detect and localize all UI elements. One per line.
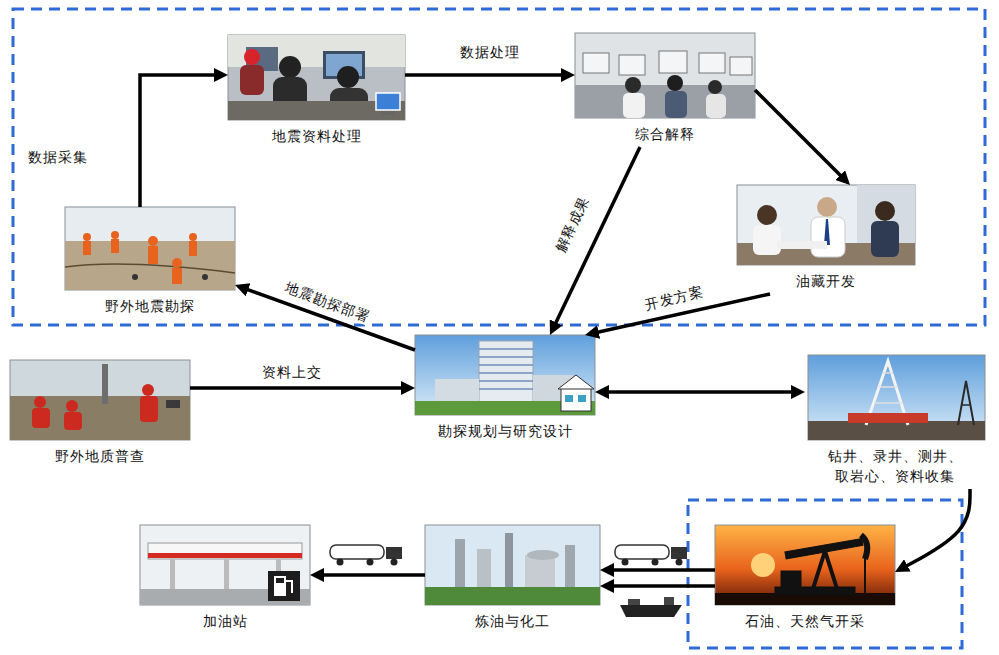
node-caption: 炼油与化工 [425,605,600,634]
node-caption: 加油站 [140,605,310,634]
photo-area [228,35,405,120]
photo-node: 综合解释 [575,33,755,147]
photo-reservoir [737,185,915,265]
edge-label: 解释成果 [550,191,593,257]
photo-node: 野外地质普查 [10,360,190,469]
photo-headquarters [415,335,595,415]
photo-drilling-rig [808,355,985,440]
photo-node: 加油站 [140,525,310,634]
node-caption: 综合解释 [575,118,755,147]
edge-label: 地震勘探部署 [281,277,375,326]
photo-area [737,185,915,265]
photo-pumpjack [715,525,895,605]
flow-arrow [900,489,970,569]
photo-area [415,335,595,415]
node-caption: 石油、天然气开采 [715,605,895,634]
photo-area [715,525,895,605]
flow-arrow [190,386,409,390]
flow-arrow [405,73,569,77]
photo-seismic-survey [65,207,235,290]
photo-area [10,360,190,440]
flow-arrow [316,573,425,577]
dashed-region [688,500,962,648]
node-caption: 野外地震勘探 [65,290,235,319]
photo-refinery [425,525,600,605]
photo-node: 炼油与化工 [425,525,600,634]
photo-node: 勘探规划与研究设计 [415,335,595,444]
flow-arrow [591,294,770,334]
photo-area [425,525,600,605]
edge-label: 资料上交 [260,363,324,381]
photo-geology-survey [10,360,190,440]
photo-node: 油藏开发 [737,185,915,294]
flow-arrow [140,75,222,207]
tanker-ship [620,597,682,617]
flow-arrow [553,147,640,330]
dashed-region [13,9,985,325]
tanker-truck [615,545,687,566]
photo-gas-station [140,525,310,605]
flow-arrow [241,287,415,350]
photo-node: 地震资料处理 [228,35,405,149]
photo-interpretation [575,33,755,118]
photo-node: 野外地震勘探 [65,207,235,319]
node-caption: 钻井、录井、测井、取岩心、资料收集 [825,440,965,489]
photo-area [575,33,755,118]
flow-arrow [755,90,846,181]
photo-node: 石油、天然气开采 [715,525,895,634]
node-caption: 勘探规划与研究设计 [415,415,595,444]
tanker-truck [330,545,402,566]
node-caption: 油藏开发 [737,265,915,294]
edge-label: 数据处理 [458,43,522,61]
photo-area [140,525,310,605]
flow-arrow [601,390,799,394]
photo-area [65,207,235,290]
node-caption: 地震资料处理 [228,120,405,149]
node-caption: 野外地质普查 [10,440,190,469]
edge-label: 数据采集 [26,148,90,166]
flow-arrow [606,568,715,572]
photo-node: 钻井、录井、测井、取岩心、资料收集 [805,355,985,489]
edge-label: 开发方案 [641,282,707,314]
photo-area [805,355,985,440]
flow-arrow [606,584,715,588]
photo-processing [228,35,405,120]
